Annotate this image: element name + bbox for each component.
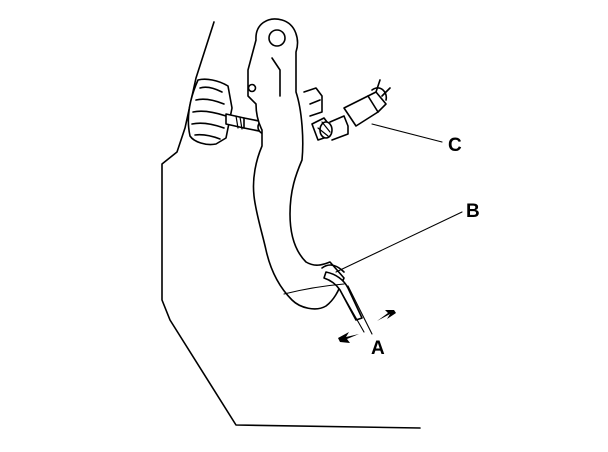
bracket-hole [247, 83, 257, 93]
leader-line-b [335, 211, 463, 273]
lever-edge [271, 57, 281, 97]
callout-b: B [466, 201, 480, 222]
brake-light-switch [311, 79, 391, 141]
pedal-pad [321, 264, 363, 321]
measurement-line-1 [339, 289, 365, 333]
callout-a: A [371, 338, 385, 359]
floor-reference-line [283, 283, 345, 295]
arrow-right [377, 310, 396, 321]
arrow-left [338, 332, 359, 343]
pedal-arm [247, 18, 345, 310]
rubber-boot [187, 78, 233, 146]
callout-c: C [448, 135, 462, 156]
switch-bracket [303, 87, 323, 117]
leader-line-c [371, 123, 443, 143]
measurement-line-2 [347, 285, 373, 335]
pivot-bolt [268, 29, 286, 47]
